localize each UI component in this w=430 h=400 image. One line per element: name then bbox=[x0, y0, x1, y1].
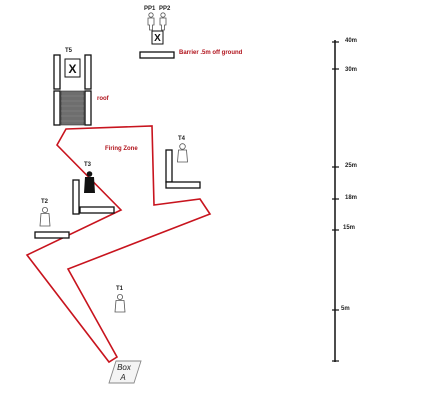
t5-right-wall bbox=[84, 54, 92, 90]
pp2-figure bbox=[159, 12, 167, 31]
t1-target bbox=[114, 293, 126, 313]
box-a-line2: A bbox=[119, 373, 125, 382]
pp1-label: PP1 bbox=[144, 6, 156, 12]
t5-x-box bbox=[64, 58, 81, 78]
scale-label-15m: 15m bbox=[343, 225, 355, 231]
t5-x-mark: X bbox=[68, 62, 76, 76]
t2-target bbox=[39, 206, 51, 227]
scale-label-18m: 18m bbox=[345, 195, 357, 201]
firing-zone-outline bbox=[25, 125, 212, 364]
barrier-top bbox=[139, 51, 175, 59]
roof bbox=[60, 90, 85, 126]
t2-label: T2 bbox=[41, 199, 49, 205]
t3-target-black bbox=[84, 171, 95, 193]
t3-label: T3 bbox=[84, 162, 92, 168]
t3-wall-horizontal bbox=[79, 206, 115, 214]
t4-wall-vertical bbox=[165, 149, 173, 183]
firing-zone-label: Firing Zone bbox=[105, 146, 138, 152]
t5-lower-right-wall bbox=[84, 90, 92, 126]
pp1-figure bbox=[147, 12, 155, 31]
x-mark-top: X bbox=[154, 33, 161, 44]
t3-wall-vertical bbox=[72, 179, 80, 215]
scale-label-30m: 30m bbox=[345, 67, 357, 73]
pp2-label: PP2 bbox=[159, 6, 171, 12]
scale-ticks bbox=[332, 41, 339, 362]
t4-wall-horizontal bbox=[165, 181, 201, 189]
barrier-note: Barrier .5m off ground bbox=[179, 50, 243, 56]
scale-label-5m: 5m bbox=[341, 306, 350, 312]
t2-barrier bbox=[34, 231, 70, 239]
roof-texture bbox=[61, 95, 84, 122]
t5-left-wall bbox=[53, 54, 61, 90]
t4-target bbox=[177, 143, 188, 163]
t5-label: T5 bbox=[65, 48, 73, 54]
scale-label-40m: 40m bbox=[345, 38, 357, 44]
t4-label: T4 bbox=[178, 136, 186, 142]
x-box-top bbox=[151, 30, 164, 45]
box-a bbox=[108, 360, 142, 384]
box-a-line1: Box bbox=[117, 363, 132, 372]
t1-label: T1 bbox=[116, 286, 124, 292]
t5-lower-left-wall bbox=[53, 90, 61, 126]
scale-label-25m: 25m bbox=[345, 163, 357, 169]
roof-label: roof bbox=[97, 96, 110, 102]
